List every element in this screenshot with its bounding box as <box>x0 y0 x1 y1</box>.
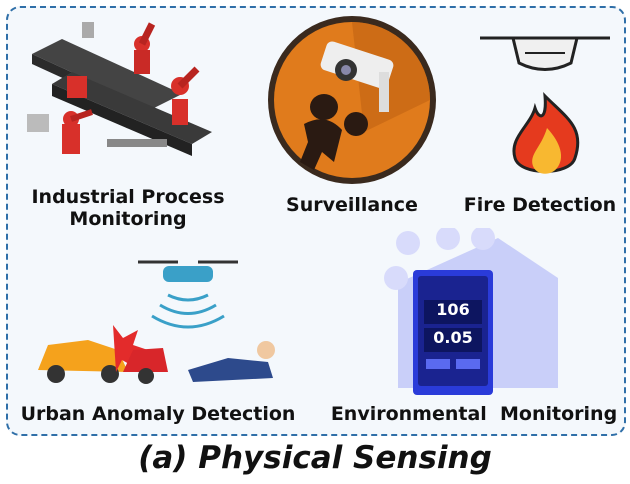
surveillance-camera-thief-icon <box>268 16 436 184</box>
industrial-robot-conveyor-icon <box>27 22 212 156</box>
industrial-label: Industrial Process Monitoring <box>31 186 225 230</box>
env-reading-2: 0.05 <box>433 328 473 347</box>
environmental-label: Environmental Monitoring <box>330 403 618 425</box>
environmental-monitor-icon <box>384 228 558 395</box>
surveillance-label: Surveillance <box>286 194 418 216</box>
urban-anomaly-label: Urban Anomaly Detection <box>20 403 296 425</box>
fire-detection-label: Fire Detection <box>463 194 617 216</box>
env-reading-1: 106 <box>436 300 470 319</box>
figure-caption: (a) Physical Sensing <box>138 440 492 476</box>
smoke-detector-fire-icon <box>480 36 610 174</box>
drone-accident-icon <box>38 260 275 384</box>
